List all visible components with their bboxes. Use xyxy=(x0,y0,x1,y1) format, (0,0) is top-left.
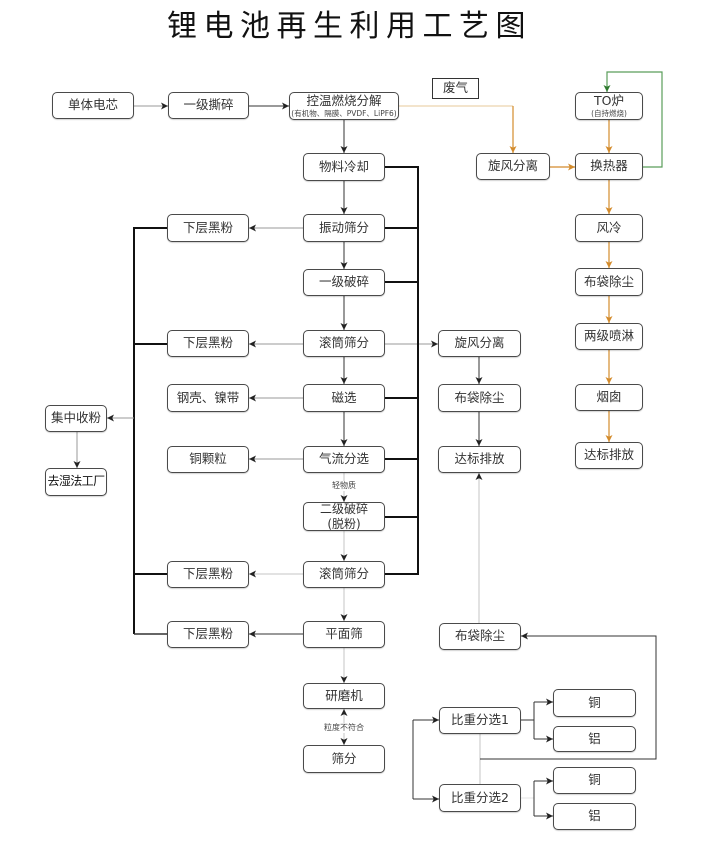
node-pyrolysis: 控温燃烧分解(有机物、隔膜、PVDF、LiPF6) xyxy=(289,92,399,120)
node-label: 下层黑粉 xyxy=(182,566,233,582)
node-label: 研磨机 xyxy=(325,687,363,703)
node-label: 旋风分离 xyxy=(487,158,538,174)
edge-heat-exchanger-loop-to-furnace xyxy=(603,71,663,168)
dust-bus-right xyxy=(385,166,419,575)
node-label: 单体电芯 xyxy=(67,97,118,113)
node-label: 振动筛分 xyxy=(318,219,369,235)
node-label: 两级喷淋 xyxy=(583,328,634,344)
node-label: 布袋除尘 xyxy=(454,628,505,644)
node-label: 下层黑粉 xyxy=(182,335,233,351)
node-steel-shell-nickel-strip: 钢壳、镍带 xyxy=(167,384,249,412)
node-secondary-crushing: 二级破碎(脱粉) xyxy=(303,502,385,531)
node-aluminum-1: 铝 xyxy=(553,726,636,752)
node-label: 比重分选2 xyxy=(451,789,509,805)
node-to-hydromet-plant: 去湿法工厂 xyxy=(45,468,107,496)
node-label: TO炉 xyxy=(594,92,624,108)
node-label: 滚筒筛分 xyxy=(318,335,369,351)
node-copper-2: 铜 xyxy=(553,767,636,794)
node-label: 磁选 xyxy=(331,389,357,405)
node-label: 下层黑粉 xyxy=(182,219,233,235)
node-cyclone-separation-dust: 旋风分离 xyxy=(438,330,521,357)
node-primary-shredding: 一级撕碎 xyxy=(168,92,249,119)
node-label: 筛分 xyxy=(331,750,357,766)
node-label: 比重分选1 xyxy=(451,712,509,728)
node-label: 铜 xyxy=(588,694,601,710)
node-label: 换热器 xyxy=(590,158,628,174)
node-note: (自持燃烧) xyxy=(591,108,627,118)
node-label: 达标排放 xyxy=(454,451,505,467)
node-to-furnace: TO炉(自持燃烧) xyxy=(575,92,643,120)
node-gravity-separation-1: 比重分选1 xyxy=(439,707,521,734)
node-powder-collection: 集中收粉 xyxy=(45,405,107,432)
node-bag-dust-removal-dust: 布袋除尘 xyxy=(438,384,521,412)
node-label: 一级撕碎 xyxy=(183,97,234,113)
node-compliant-emission-dust: 达标排放 xyxy=(438,446,521,473)
node-label: 铝 xyxy=(588,808,601,824)
powder-bus-left xyxy=(133,227,167,634)
node-label: 滚筒筛分 xyxy=(318,566,369,582)
node-aluminum-2: 铝 xyxy=(553,803,636,830)
node-label: 下层黑粉 xyxy=(182,626,233,642)
edge-gravity-1-split xyxy=(521,702,535,739)
node-label: 一级破碎 xyxy=(318,274,369,290)
node-single-cell: 单体电芯 xyxy=(52,92,134,119)
node-label: 二级破碎 xyxy=(319,502,368,517)
node-chimney: 烟囱 xyxy=(575,384,643,411)
node-label: 平面筛 xyxy=(325,626,363,642)
node-drum-screening-2: 滚筒筛分 xyxy=(303,561,385,588)
edge-label-light-material: 轻物质 xyxy=(331,481,357,491)
node-label: 布袋除尘 xyxy=(583,273,634,289)
edge-gravity-dust-to-baghouse xyxy=(480,632,657,760)
node-label: 达标排放 xyxy=(583,447,634,463)
node-label: 铝 xyxy=(588,730,601,746)
node-label: 控温燃烧分解 xyxy=(306,92,382,108)
node-vibrating-screening: 振动筛分 xyxy=(303,214,385,242)
node-bag-dust-removal-gas: 布袋除尘 xyxy=(575,268,643,296)
node-label: 废气 xyxy=(442,80,468,96)
node-black-powder-2: 下层黑粉 xyxy=(167,330,249,357)
node-label: 去湿法工厂 xyxy=(47,474,105,489)
node-compliant-emission-gas: 达标排放 xyxy=(575,442,643,469)
node-gravity-separation-2: 比重分选2 xyxy=(439,784,521,812)
node-label: 气流分选 xyxy=(318,451,369,467)
node-label: 物料冷却 xyxy=(318,158,369,174)
node-bag-dust-removal-separation: 布袋除尘 xyxy=(439,623,521,650)
node-label: 铜颗粒 xyxy=(189,451,227,467)
node-sub-label: (脱粉) xyxy=(327,516,361,531)
node-label: 旋风分离 xyxy=(454,335,505,351)
node-black-powder-1: 下层黑粉 xyxy=(167,214,249,242)
node-copper-1: 铜 xyxy=(553,689,636,717)
node-drum-screening-1: 滚筒筛分 xyxy=(303,330,385,357)
node-label: 铜 xyxy=(588,772,601,788)
node-air-cooling: 风冷 xyxy=(575,214,643,242)
diagram-title: 锂电池再生利用工艺图 xyxy=(167,9,532,44)
node-black-powder-3: 下层黑粉 xyxy=(167,561,249,588)
edge-label-size-mismatch: 粒度不符合 xyxy=(323,723,365,733)
node-magnetic-separation: 磁选 xyxy=(303,384,385,412)
node-sieving: 筛分 xyxy=(303,745,385,773)
node-exhaust-gas: 废气 xyxy=(432,78,479,99)
node-cyclone-separation-gas: 旋风分离 xyxy=(476,153,550,180)
node-flat-screen: 平面筛 xyxy=(303,621,385,648)
node-copper-granules: 铜颗粒 xyxy=(167,446,249,473)
node-note: (有机物、隔膜、PVDF、LiPF6) xyxy=(291,108,397,118)
node-primary-crushing: 一级破碎 xyxy=(303,269,385,296)
node-black-powder-4: 下层黑粉 xyxy=(167,621,249,648)
node-air-classification: 气流分选 xyxy=(303,446,385,473)
node-label: 烟囱 xyxy=(596,389,622,405)
node-heat-exchanger: 换热器 xyxy=(575,153,643,180)
node-material-cooling: 物料冷却 xyxy=(303,153,385,181)
node-two-stage-spray: 两级喷淋 xyxy=(575,323,643,350)
node-label: 布袋除尘 xyxy=(454,389,505,405)
node-label: 集中收粉 xyxy=(50,410,101,426)
node-label: 钢壳、镍带 xyxy=(176,389,240,405)
node-grinder: 研磨机 xyxy=(303,683,385,709)
node-label: 风冷 xyxy=(596,219,622,235)
